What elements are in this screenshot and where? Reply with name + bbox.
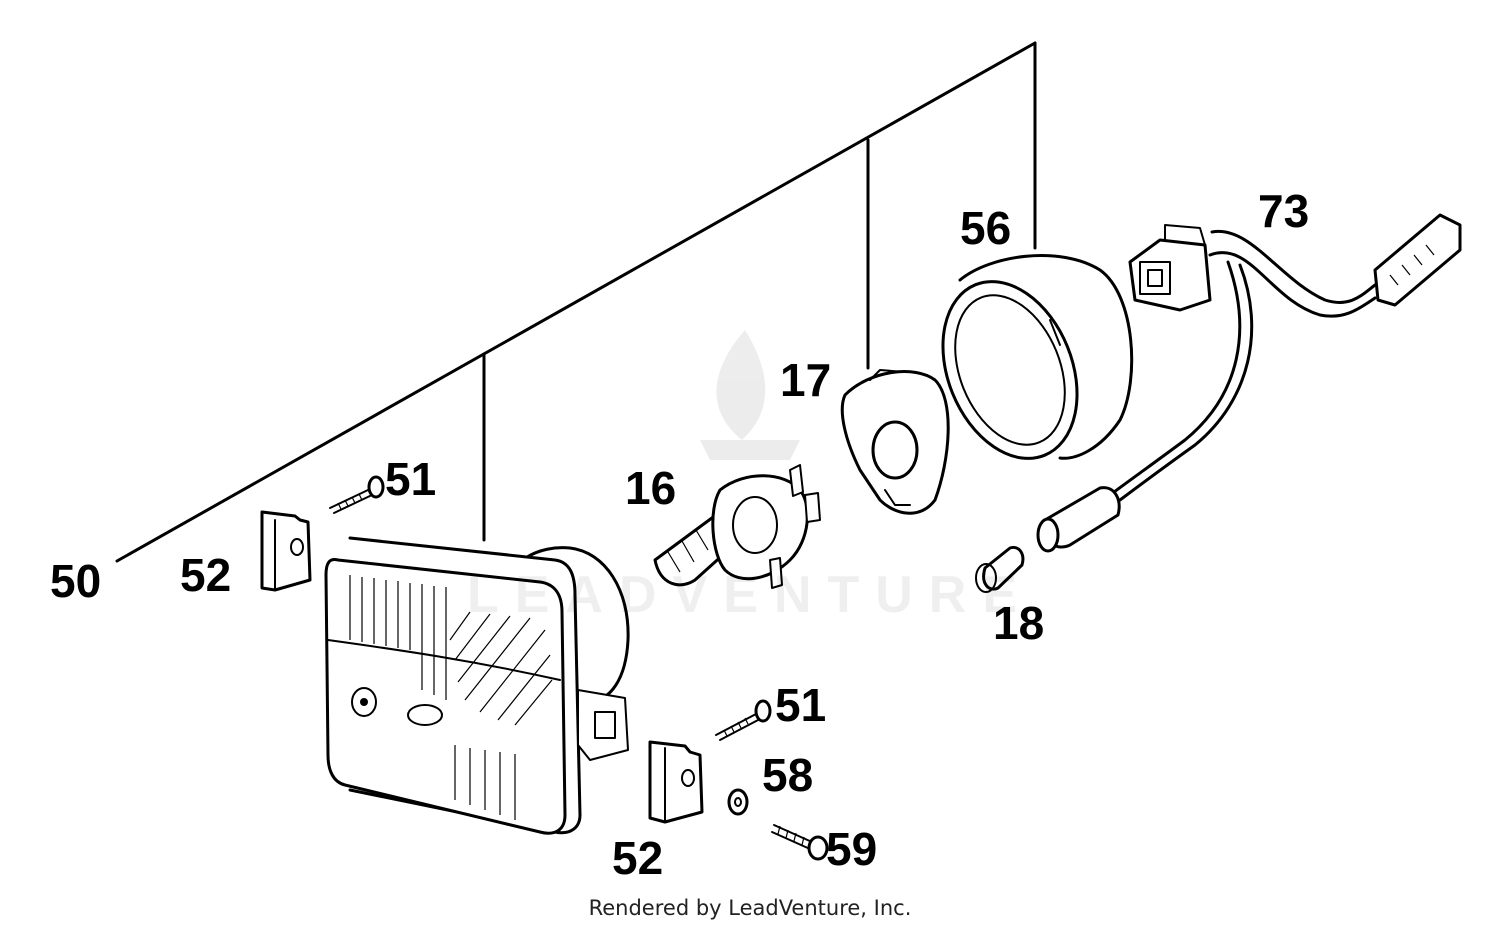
retainer-plate-part-17 bbox=[840, 369, 950, 515]
bolt-part-59 bbox=[771, 824, 829, 861]
washer-part-58 bbox=[727, 788, 749, 816]
render-credit: Rendered by LeadVenture, Inc. bbox=[588, 896, 912, 920]
wiring-harness-part-73 bbox=[1036, 213, 1462, 553]
watermark-logo bbox=[700, 330, 800, 460]
callout-58: 58 bbox=[762, 749, 814, 801]
screw-part-51-lower bbox=[715, 699, 772, 741]
callout-59: 59 bbox=[826, 823, 878, 875]
callout-52-upper: 52 bbox=[180, 549, 232, 601]
callout-17: 17 bbox=[780, 354, 832, 406]
bulb-part-16 bbox=[653, 464, 821, 589]
callout-51-upper: 51 bbox=[385, 453, 437, 505]
callout-51-lower: 51 bbox=[775, 679, 827, 731]
callout-16: 16 bbox=[625, 462, 677, 514]
assembly-leader-lines bbox=[115, 41, 1037, 563]
callout-52-lower: 52 bbox=[612, 832, 664, 884]
callout-73: 73 bbox=[1258, 185, 1310, 237]
headlight-housing-part-50 bbox=[324, 536, 630, 835]
dust-cap-part-56 bbox=[941, 254, 1134, 460]
clip-part-52-upper bbox=[260, 510, 312, 592]
watermark-text: LEADVENTURE bbox=[466, 566, 1034, 624]
parking-bulb-part-18 bbox=[975, 545, 1025, 593]
callout-56: 56 bbox=[960, 202, 1012, 254]
callout-18: 18 bbox=[993, 597, 1045, 649]
callout-50: 50 bbox=[50, 555, 102, 607]
clip-part-52-lower bbox=[648, 740, 704, 824]
screw-part-51-upper bbox=[329, 475, 385, 514]
